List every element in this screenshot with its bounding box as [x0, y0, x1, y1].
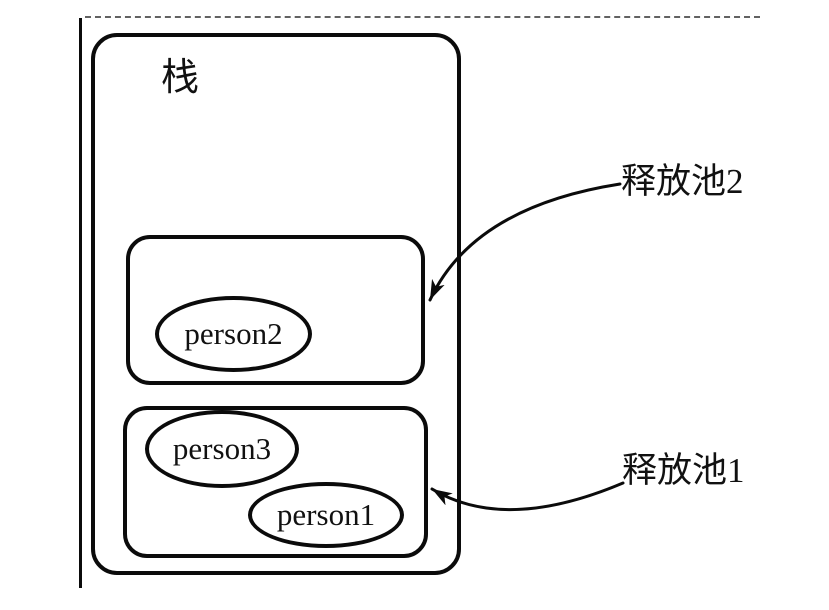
page-edge-line	[79, 18, 82, 588]
release-pool-1-box: person3 person1	[123, 406, 428, 558]
release-pool-2-label: 释放池2	[621, 162, 744, 201]
object-label-person3: person3	[172, 431, 272, 466]
release-pool-2-box: person2	[126, 235, 425, 385]
release-pool-1-label: 释放池1	[622, 451, 745, 490]
object-label-person1: person1	[276, 497, 376, 532]
stack-label: 栈	[161, 57, 201, 99]
object-ellipse-person2: person2	[155, 296, 312, 372]
object-ellipse-person3: person3	[145, 410, 299, 488]
stack-box: 栈 person2 person3 person1	[91, 33, 461, 575]
scan-artifact-dashed-line	[85, 16, 760, 18]
object-label-person2: person2	[184, 316, 283, 351]
object-ellipse-person1: person1	[248, 482, 404, 548]
